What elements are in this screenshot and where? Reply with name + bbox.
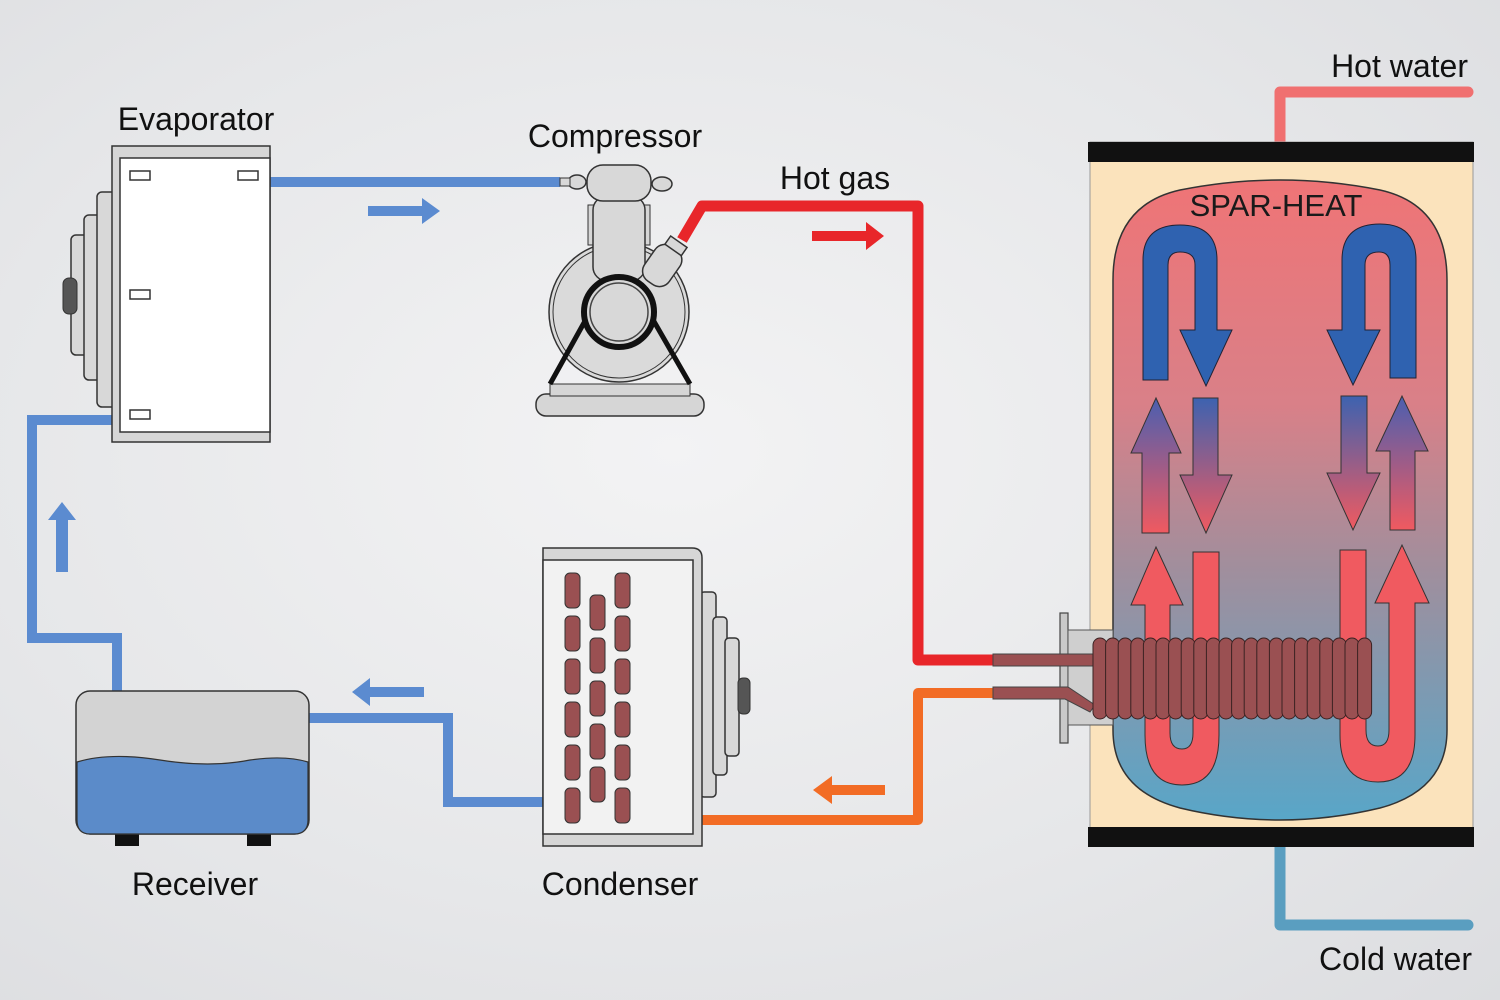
arrow-up-icon — [48, 502, 76, 572]
cold-flow-u-arrow-icon — [1326, 223, 1417, 387]
coil-turn — [1294, 637, 1310, 720]
receiver-label: Receiver — [132, 866, 259, 902]
coil-turn — [1319, 637, 1335, 720]
cold-water-pipe — [1274, 840, 1474, 931]
cold-water-label: Cold water — [1319, 941, 1472, 977]
heat-exchanger-coil — [1092, 637, 1373, 720]
receiver-to-evaporator-line — [27, 415, 122, 692]
coil-turn — [1193, 637, 1209, 720]
receiver: Receiver — [75, 690, 310, 902]
evaporator: Evaporator — [62, 101, 275, 443]
condenser-tube — [589, 637, 606, 674]
coil-turn — [1268, 637, 1284, 720]
arrow-left-icon — [813, 776, 885, 804]
mixing-down-arrow-icon — [1326, 395, 1381, 532]
condenser-label: Condenser — [542, 866, 699, 902]
hot-water-pipe — [1274, 86, 1474, 148]
condenser-tube — [614, 658, 631, 695]
coil-turn — [1218, 637, 1234, 720]
condenser-tube — [589, 723, 606, 760]
coil-turn — [1092, 637, 1108, 720]
condenser-tube — [564, 744, 581, 781]
hot-gas-label: Hot gas — [780, 160, 890, 196]
arrow-left-icon — [352, 678, 424, 706]
evaporator-label: Evaporator — [118, 101, 275, 137]
compressor-label: Compressor — [528, 118, 703, 154]
condenser-tube — [564, 615, 581, 652]
mixing-up-arrow-icon — [1130, 396, 1182, 534]
condenser-tube — [614, 744, 631, 781]
condenser-to-receiver-line — [308, 713, 545, 807]
condenser-tube — [589, 594, 606, 631]
condenser-tube — [589, 766, 606, 803]
coil-turn — [1331, 637, 1347, 720]
coil-turn — [1117, 637, 1133, 720]
tank-brand-label: SPAR-HEAT — [1190, 188, 1363, 223]
arrow-right-icon — [368, 198, 440, 224]
coil-turn — [1205, 637, 1221, 720]
coil-turn — [1105, 637, 1121, 720]
hot-flow-u-arrow-icon — [1339, 543, 1430, 783]
coil-turn — [1168, 637, 1184, 720]
coil-turn — [1243, 637, 1259, 720]
pipes — [27, 86, 1474, 931]
hot-gas-line — [677, 200, 1000, 666]
hot-water-label: Hot water — [1331, 48, 1468, 84]
condenser-tube — [614, 615, 631, 652]
mixing-down-arrow-icon — [1179, 397, 1233, 535]
coil-turn — [1357, 637, 1373, 720]
flow-arrows — [48, 198, 885, 804]
spar-heat-tank: SPAR-HEAT — [992, 141, 1474, 847]
condenser-tube — [614, 572, 631, 609]
coil-turn — [1142, 637, 1158, 720]
coil-turn — [1155, 637, 1171, 720]
mixing-up-arrow-icon — [1375, 394, 1429, 531]
condenser-tube — [589, 680, 606, 717]
cold-flow-u-arrow-icon — [1142, 224, 1233, 388]
condenser-tube — [564, 572, 581, 609]
condenser: Condenser — [542, 547, 751, 902]
coil-turn — [1306, 637, 1322, 720]
liquid-return-line — [700, 688, 1000, 825]
coil-turn — [1344, 637, 1360, 720]
condenser-tubes — [564, 572, 631, 824]
coil-turn — [1180, 637, 1196, 720]
coil-turn — [1231, 637, 1247, 720]
condenser-tube — [564, 787, 581, 824]
condenser-tube — [614, 787, 631, 824]
compressor: Compressor — [528, 118, 705, 417]
condenser-tube — [564, 701, 581, 738]
condenser-tube — [564, 658, 581, 695]
coil-turn — [1130, 637, 1146, 720]
coil-turn — [1256, 637, 1272, 720]
condenser-tube — [614, 701, 631, 738]
arrow-right-icon — [812, 222, 884, 250]
coil-turn — [1281, 637, 1297, 720]
